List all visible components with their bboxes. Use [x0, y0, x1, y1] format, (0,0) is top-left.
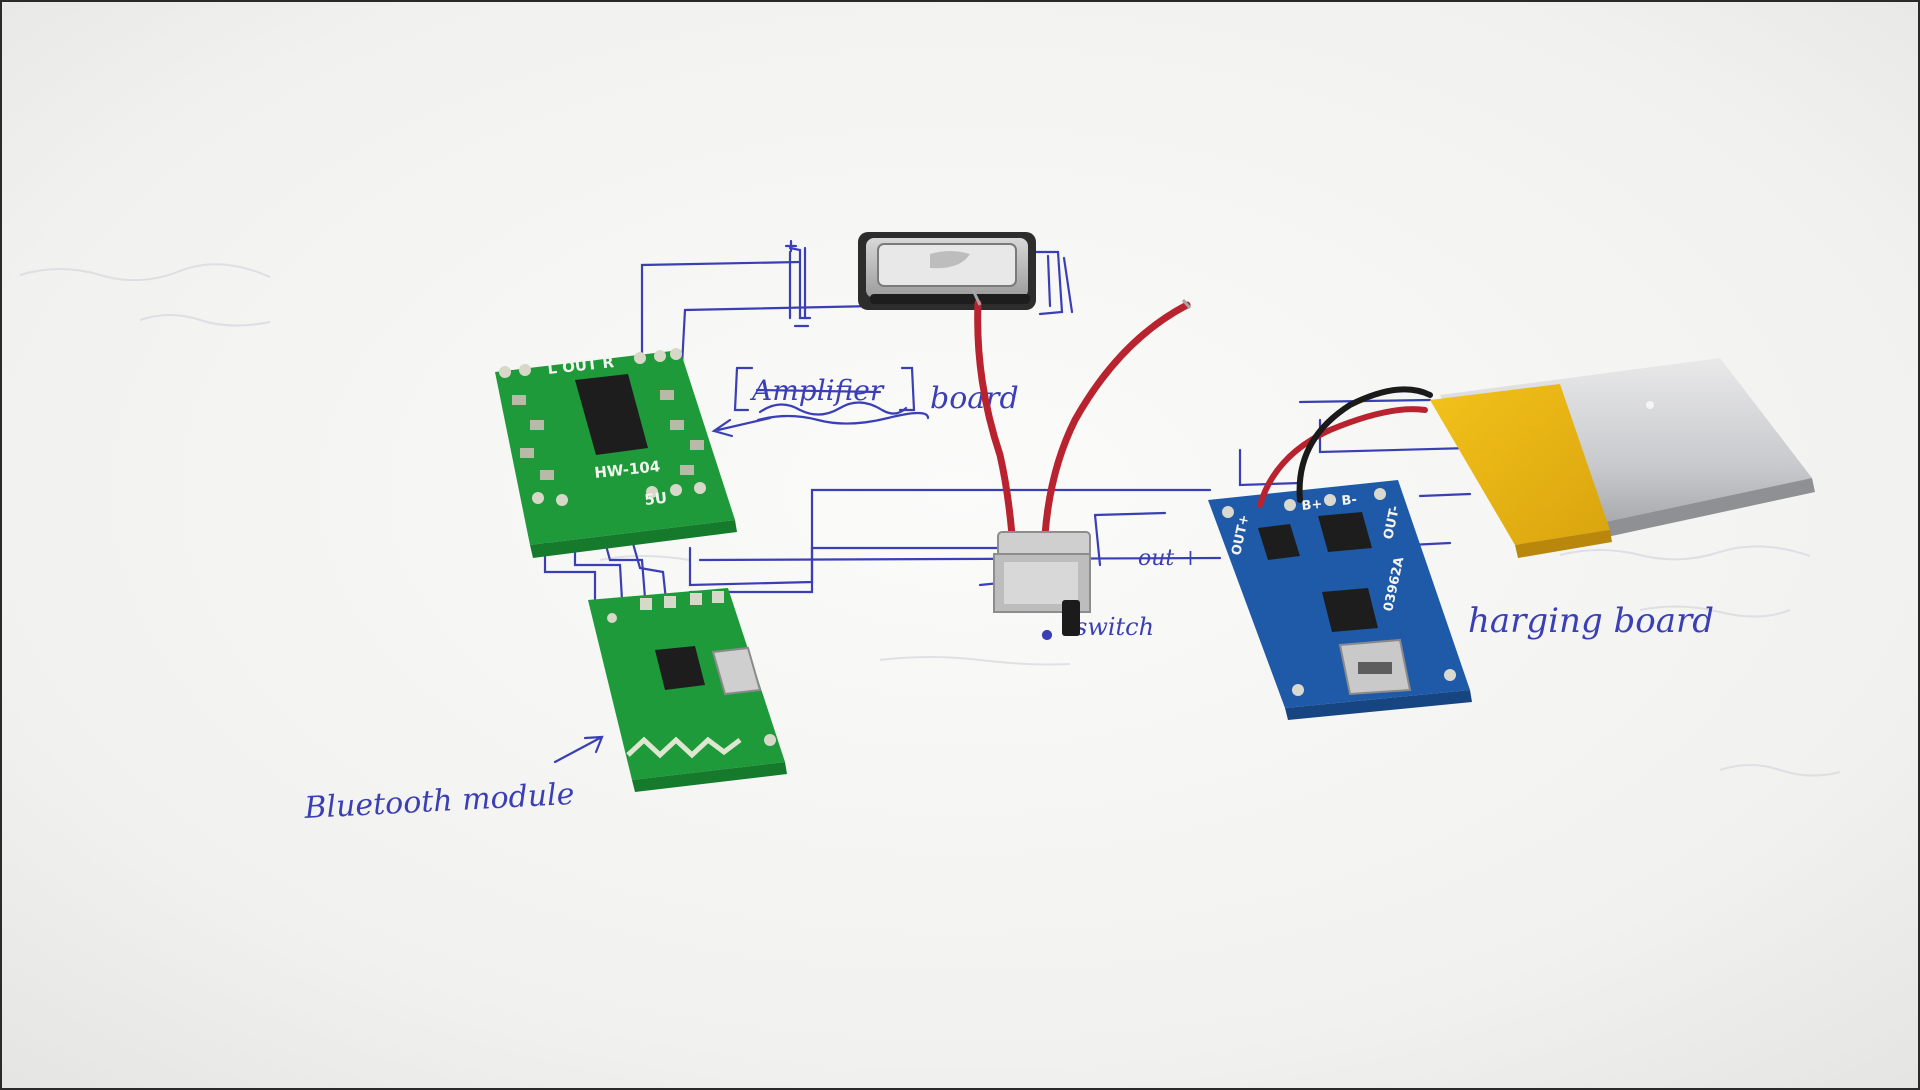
speaker: [858, 232, 1036, 310]
lipo-battery: [1257, 358, 1815, 558]
charger-out-minus: OUT-: [1381, 504, 1403, 540]
charging-board-label: harging board: [1468, 601, 1714, 641]
amplifier-label: Amplifier: [749, 374, 885, 407]
switch-label: switch: [1075, 613, 1154, 641]
charger-b-plus: B+: [1301, 497, 1323, 514]
board-label: board: [930, 381, 1019, 416]
amp-voltage-label: 5U: [644, 489, 668, 509]
bluetooth-module: [588, 588, 787, 792]
out-plus-label: out +: [1138, 546, 1200, 571]
ghost-writing: [19, 263, 1841, 777]
amplifier-board: L OUT R HW-104 5U: [495, 348, 737, 558]
slide-switch: [970, 287, 1192, 636]
charging-board: OUT+ B+ B- OUT- 03962A: [1208, 480, 1472, 720]
charger-b-minus: B-: [1341, 492, 1358, 509]
